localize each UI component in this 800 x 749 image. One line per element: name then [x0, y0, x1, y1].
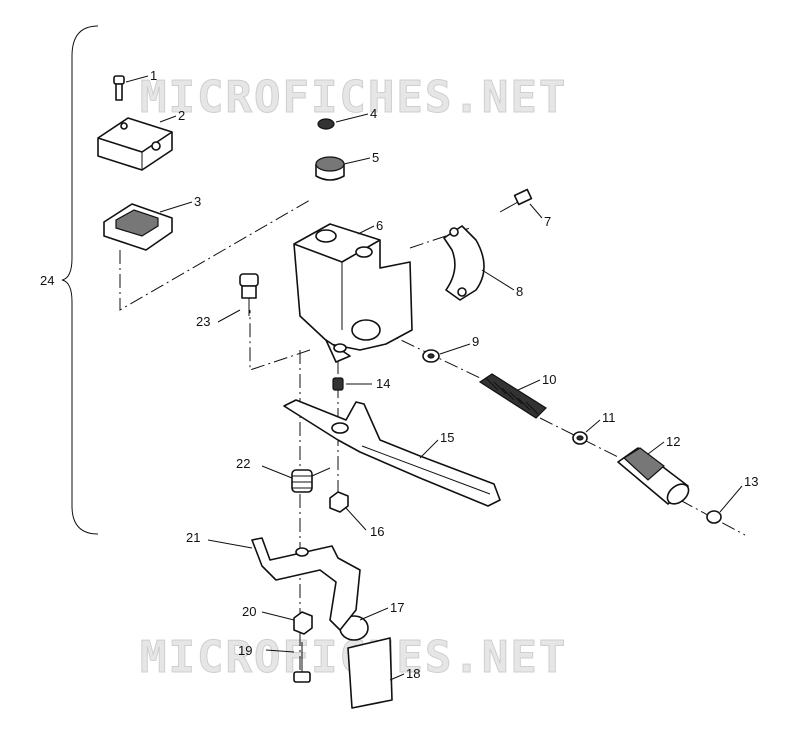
part-clamp-8: [443, 225, 485, 301]
part-screw-1: [113, 75, 125, 101]
callout-16: 16: [370, 524, 384, 539]
callout-23: 23: [196, 314, 210, 329]
part-reservoir-cover-2: [97, 117, 173, 171]
callout-17: 17: [390, 600, 404, 615]
callout-18: 18: [406, 666, 420, 681]
callout-19: 19: [238, 643, 252, 658]
part-nut-20: [293, 611, 313, 635]
assembly-lines: [119, 199, 746, 680]
part-tag-18: [347, 637, 393, 709]
part-bolt-7: [499, 188, 533, 213]
callout-21: 21: [186, 530, 200, 545]
callout-14: 14: [376, 376, 390, 391]
part-master-cylinder-6: [293, 223, 413, 363]
callout-numbers: 1 2 3 4 5 6 7 8 9 10 11 12 13 14 15 16 1…: [40, 68, 758, 681]
callout-13: 13: [744, 474, 758, 489]
callout-22: 22: [236, 456, 250, 471]
callout-6: 6: [376, 218, 383, 233]
watermark-top: MICROFICHES.NET: [140, 72, 567, 123]
callout-4: 4: [370, 106, 377, 121]
callout-7: 7: [544, 214, 551, 229]
callout-5: 5: [372, 150, 379, 165]
part-bracket-21: [251, 537, 361, 631]
callout-2: 2: [178, 108, 185, 123]
assembly-brace: [61, 25, 99, 535]
callout-15: 15: [440, 430, 454, 445]
callout-8: 8: [516, 284, 523, 299]
callout-1: 1: [150, 68, 157, 83]
part-bolt-19: [293, 642, 311, 683]
part-brake-lever-15: [283, 399, 501, 507]
part-diaphragm-3: [103, 203, 173, 251]
callout-9: 9: [472, 334, 479, 349]
part-bushing-5: [315, 156, 345, 181]
part-pivot-bolt-23: [239, 273, 259, 316]
part-washer-9: [422, 349, 440, 363]
callout-11: 11: [602, 410, 616, 425]
part-spring-22: [291, 467, 331, 493]
part-washer-11: [572, 431, 588, 445]
callout-10: 10: [542, 372, 556, 387]
part-bushing-14: [332, 377, 344, 391]
part-o-ring-13: [706, 510, 722, 524]
part-washer-4: [317, 118, 335, 130]
callout-12: 12: [666, 434, 680, 449]
callout-3: 3: [194, 194, 201, 209]
callout-24: 24: [40, 273, 54, 288]
callout-20: 20: [242, 604, 256, 619]
part-nut-16: [329, 491, 349, 513]
callout-leaders: [125, 75, 743, 681]
part-piston-12: [617, 447, 690, 505]
part-spring-10: [478, 373, 547, 419]
